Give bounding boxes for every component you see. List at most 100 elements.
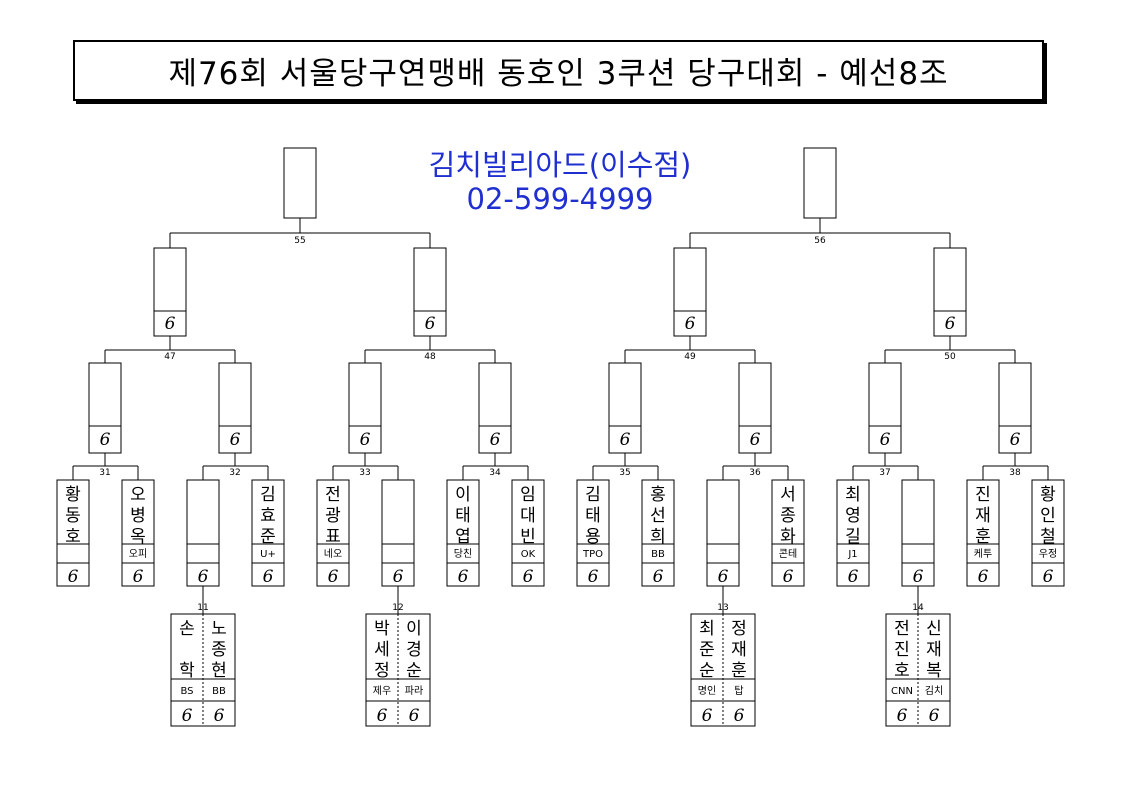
score-mark: 6 (929, 706, 940, 726)
name-char: 서 (780, 485, 796, 505)
match-number: 34 (489, 468, 501, 478)
name-char: 신 (926, 619, 942, 639)
match-number: 47 (164, 352, 175, 362)
name-char: 길 (845, 527, 861, 547)
name-char: 화 (780, 527, 796, 547)
player-name: 손 학 (179, 619, 195, 681)
name-char: 순 (406, 661, 422, 681)
name-char: 전 (894, 619, 910, 639)
score-mark: 6 (1010, 430, 1021, 450)
name-char: 정 (731, 619, 747, 639)
player-club: 파라 (405, 685, 423, 697)
match-number: 11 (197, 603, 208, 613)
final-box-left (283, 147, 317, 219)
match-number: 49 (684, 352, 696, 362)
match-number: 50 (944, 352, 956, 362)
page-title: 제76회 서울당구연맹배 동호인 3쿠션 당구대회 - 예선8조 (73, 40, 1044, 101)
name-char: 인 (1040, 506, 1056, 526)
name-char: 순 (699, 661, 715, 681)
name-char: 진 (894, 640, 910, 660)
name-char: 오 (130, 485, 146, 505)
name-char: 복 (926, 661, 942, 681)
name-char: 종 (211, 640, 227, 660)
name-char: 경 (406, 640, 422, 660)
score-mark: 6 (978, 567, 989, 587)
name-char: 동 (65, 506, 81, 526)
score-mark: 6 (458, 567, 469, 587)
name-char: 효 (260, 506, 276, 526)
sponsor-name: 김치빌리아드(이수점) (428, 148, 692, 182)
name-char: 준 (260, 527, 276, 547)
player-club: 제우 (373, 685, 391, 697)
score-mark: 6 (182, 706, 193, 726)
name-char: 이 (406, 619, 422, 639)
player-club: BS (180, 686, 193, 697)
score-mark: 6 (734, 706, 745, 726)
final-box-right (803, 147, 837, 219)
name-char: 최 (699, 619, 715, 639)
score-mark: 6 (523, 567, 534, 587)
match-number: 37 (879, 468, 890, 478)
score-mark: 6 (360, 430, 371, 450)
name-char: 훈 (975, 527, 991, 547)
score-mark: 6 (165, 314, 176, 334)
score-mark: 6 (1043, 567, 1054, 587)
match-number: 38 (1009, 468, 1021, 478)
score-mark: 6 (750, 430, 761, 450)
name-char: 세 (374, 640, 390, 660)
name-char: 현 (211, 661, 227, 681)
name-char: 재 (731, 640, 747, 660)
name-char: 엽 (455, 527, 471, 547)
name-char: 철 (1040, 527, 1056, 547)
score-mark: 6 (68, 567, 79, 587)
name-char: 표 (325, 527, 341, 547)
player-club: TPO (582, 549, 603, 560)
match-number: 56 (814, 236, 826, 246)
player-club: 콘테 (779, 548, 797, 560)
player-club: 오피 (129, 548, 147, 560)
score-mark: 6 (588, 567, 599, 587)
name-char: 희 (650, 527, 666, 547)
name-char: 황 (65, 485, 81, 505)
name-char: 최 (845, 485, 861, 505)
score-mark: 6 (230, 430, 241, 450)
name-char: 훈 (731, 661, 747, 681)
player-club: 네오 (324, 548, 342, 560)
player-club: 김치 (925, 685, 943, 697)
score-mark: 6 (685, 314, 696, 334)
name-char: 대 (520, 506, 536, 526)
score-mark: 6 (425, 314, 436, 334)
match-number: 14 (912, 603, 924, 613)
score-mark: 6 (718, 567, 729, 587)
player-club: 우정 (1039, 548, 1057, 560)
name-char: 황 (1040, 485, 1056, 505)
name-char: 준 (699, 640, 715, 660)
name-char: 김 (260, 485, 276, 505)
score-mark: 6 (263, 567, 274, 587)
name-char: 임 (520, 485, 536, 505)
name-char: 옥 (130, 527, 146, 547)
sponsor-block: 김치빌리아드(이수점) 02-599-4999 (385, 148, 735, 216)
player-club: BB (651, 549, 665, 560)
name-char: 종 (780, 506, 796, 526)
name-char: 손 (179, 619, 195, 639)
player-club: 케투 (974, 548, 992, 560)
score-mark: 6 (653, 567, 664, 587)
match-number: 35 (619, 468, 630, 478)
